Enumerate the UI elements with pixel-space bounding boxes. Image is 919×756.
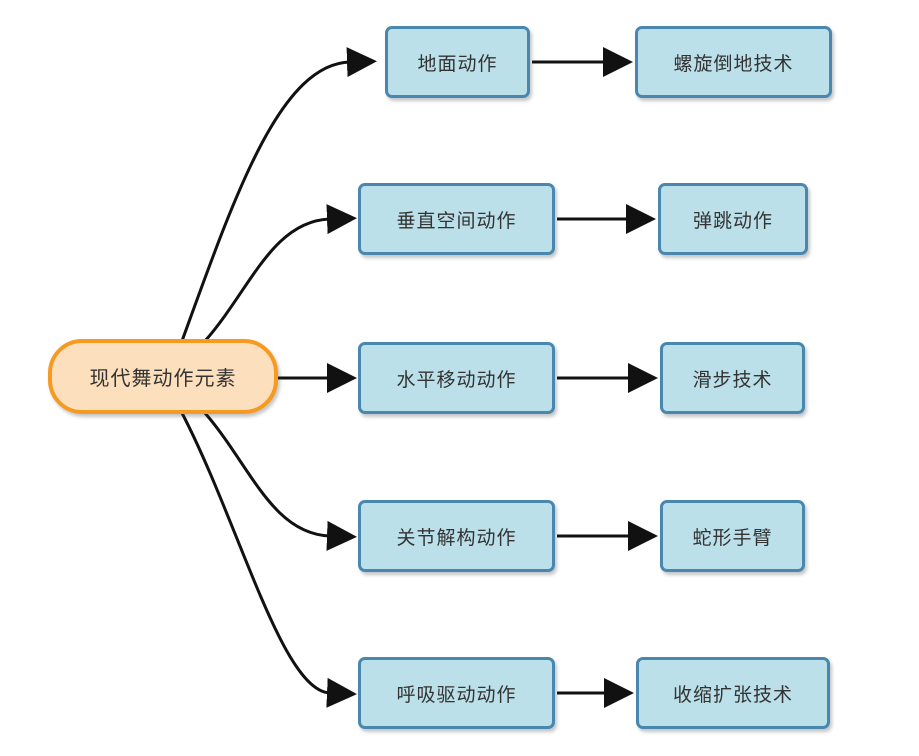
category-node-joint-deconstruction[interactable]: 关节解构动作	[358, 500, 555, 572]
technique-node-snake-arm[interactable]: 蛇形手臂	[660, 500, 805, 572]
category-node-breath-driven[interactable]: 呼吸驱动动作	[358, 657, 555, 729]
technique-node-jumping[interactable]: 弹跳动作	[658, 183, 808, 255]
technique-node-label: 滑步技术	[692, 369, 773, 391]
category-node-horizontal-movement[interactable]: 水平移动动作	[358, 342, 555, 414]
category-node-label: 水平移动动作	[396, 369, 517, 391]
root-node[interactable]: 现代舞动作元素	[48, 339, 278, 414]
category-node-ground-movement[interactable]: 地面动作	[385, 26, 530, 98]
technique-node-contract-expand[interactable]: 收缩扩张技术	[636, 657, 830, 729]
branch-arrow-4	[203, 412, 357, 551]
branch-arrow-5	[180, 412, 357, 708]
technique-node-label: 收缩扩张技术	[672, 684, 793, 706]
category-node-label: 关节解构动作	[396, 527, 517, 549]
category-node-vertical-space[interactable]: 垂直空间动作	[358, 183, 555, 255]
category-node-label: 呼吸驱动动作	[396, 684, 517, 706]
technique-node-gliding-step[interactable]: 滑步技术	[660, 342, 805, 414]
category-node-label: 地面动作	[417, 53, 498, 75]
technique-node-label: 蛇形手臂	[692, 527, 773, 549]
branch-arrow-2	[203, 204, 357, 342]
branch-arrow-1	[180, 47, 377, 342]
technique-node-spiral-fall[interactable]: 螺旋倒地技术	[635, 26, 832, 98]
technique-node-label: 弹跳动作	[692, 210, 773, 232]
root-node-label: 现代舞动作元素	[89, 368, 237, 390]
technique-node-label: 螺旋倒地技术	[673, 53, 794, 75]
category-node-label: 垂直空间动作	[396, 210, 517, 232]
